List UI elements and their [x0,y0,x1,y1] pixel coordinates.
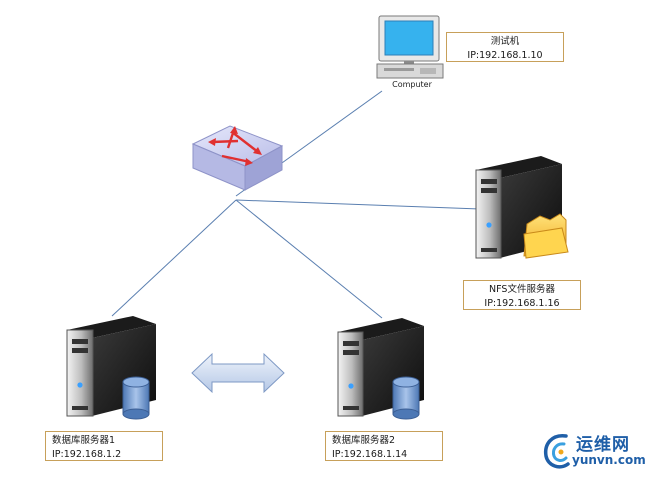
test-pc-label: 测试机 IP:192.168.1.10 [446,32,564,62]
db-server-1-name: 数据库服务器1 [52,435,116,446]
logo-swirl-icon [543,434,570,469]
file-server-icon [475,156,569,259]
link-switch-nfs [235,199,481,210]
nfs-server-ip: IP:192.168.1.16 [484,298,560,309]
db-server-2-name: 数据库服务器2 [332,435,396,446]
database-server-icon [337,318,424,420]
watermark-title: 运维网 [576,435,630,455]
link-switch-db1 [111,199,237,317]
links [111,90,481,319]
db-server-2-ip: IP:192.168.1.14 [332,449,408,460]
nfs-server-label: NFS文件服务器 IP:192.168.1.16 [463,280,581,310]
network-switch-icon [191,125,284,191]
computer-caption: Computer [392,80,432,89]
db-server-1-ip: IP:192.168.1.2 [52,449,122,460]
watermark: 运维网 yunvn.com [540,428,650,474]
db-server-2-label: 数据库服务器2 IP:192.168.1.14 [325,431,443,461]
replication-double-arrow [191,352,285,394]
nfs-server-name: NFS文件服务器 [489,284,555,295]
test-pc-ip: IP:192.168.1.10 [467,50,543,61]
watermark-url: yunvn.com [572,453,646,467]
test-pc-name: 测试机 [490,36,520,47]
db-server-1-label: 数据库服务器1 IP:192.168.1.2 [45,431,163,461]
database-server-icon [66,316,156,420]
link-switch-db2 [235,199,383,319]
computer-icon [376,15,444,79]
